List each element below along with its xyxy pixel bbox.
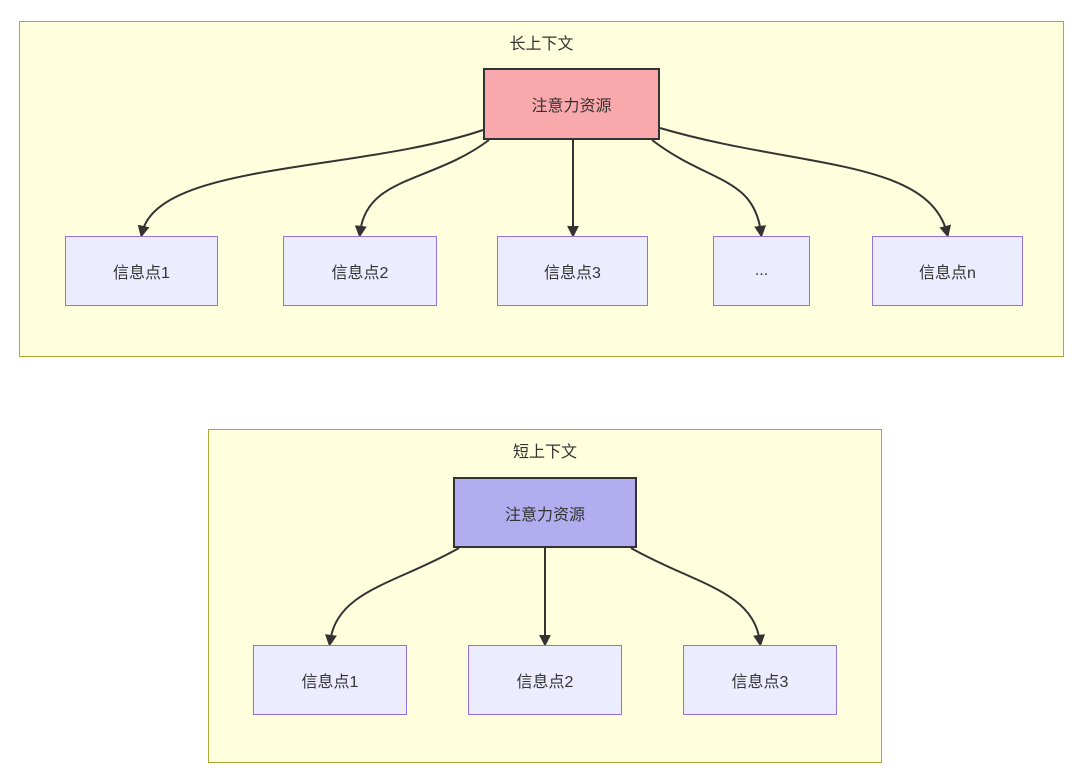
short-info-node-1: 信息点1: [253, 645, 407, 715]
long-info-node-ellipsis: ...: [713, 236, 810, 306]
short-info-node-3: 信息点3: [683, 645, 837, 715]
long-attention-node: 注意力资源: [483, 68, 660, 140]
short-attention-node: 注意力资源: [453, 477, 637, 548]
long-info-node-2: 信息点2: [283, 236, 437, 306]
long-info-node-n: 信息点n: [872, 236, 1023, 306]
long-info-node-1: 信息点1: [65, 236, 218, 306]
short-info-node-2: 信息点2: [468, 645, 622, 715]
long-context-title: 长上下文: [509, 36, 574, 53]
long-info-node-3: 信息点3: [497, 236, 648, 306]
short-context-title: 短上下文: [512, 444, 577, 461]
